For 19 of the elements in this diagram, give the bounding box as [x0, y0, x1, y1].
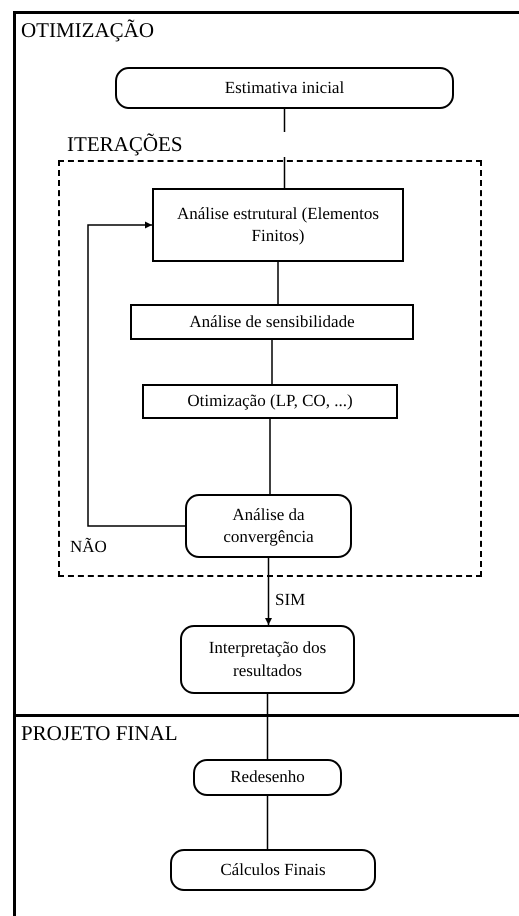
- process-box: Otimização (LP, CO, ...): [142, 384, 398, 419]
- connector-line: [269, 419, 271, 494]
- connector-line: [271, 340, 273, 384]
- connector-line: [266, 694, 268, 759]
- connector-line: [266, 796, 268, 849]
- terminal-box: Redesenho: [193, 759, 342, 796]
- section-heading: PROJETO FINAL: [21, 721, 178, 746]
- terminal-box: Interpretação dos resultados: [180, 625, 355, 694]
- terminal-box: Cálculos Finais: [170, 849, 376, 891]
- section-panel: [13, 11, 519, 714]
- process-box: Análise estrutural (Elementos Finitos): [152, 188, 404, 262]
- terminal-box: Estimativa inicial: [115, 67, 454, 109]
- terminal-box: Análise da convergência: [185, 494, 352, 558]
- section-heading: OTIMIZAÇÃO: [21, 18, 154, 43]
- section-panel: [13, 714, 519, 916]
- process-box: Análise de sensibilidade: [130, 304, 414, 340]
- connector-line: [265, 558, 272, 625]
- connector-line: [277, 262, 279, 304]
- connector-line: [87, 222, 185, 527]
